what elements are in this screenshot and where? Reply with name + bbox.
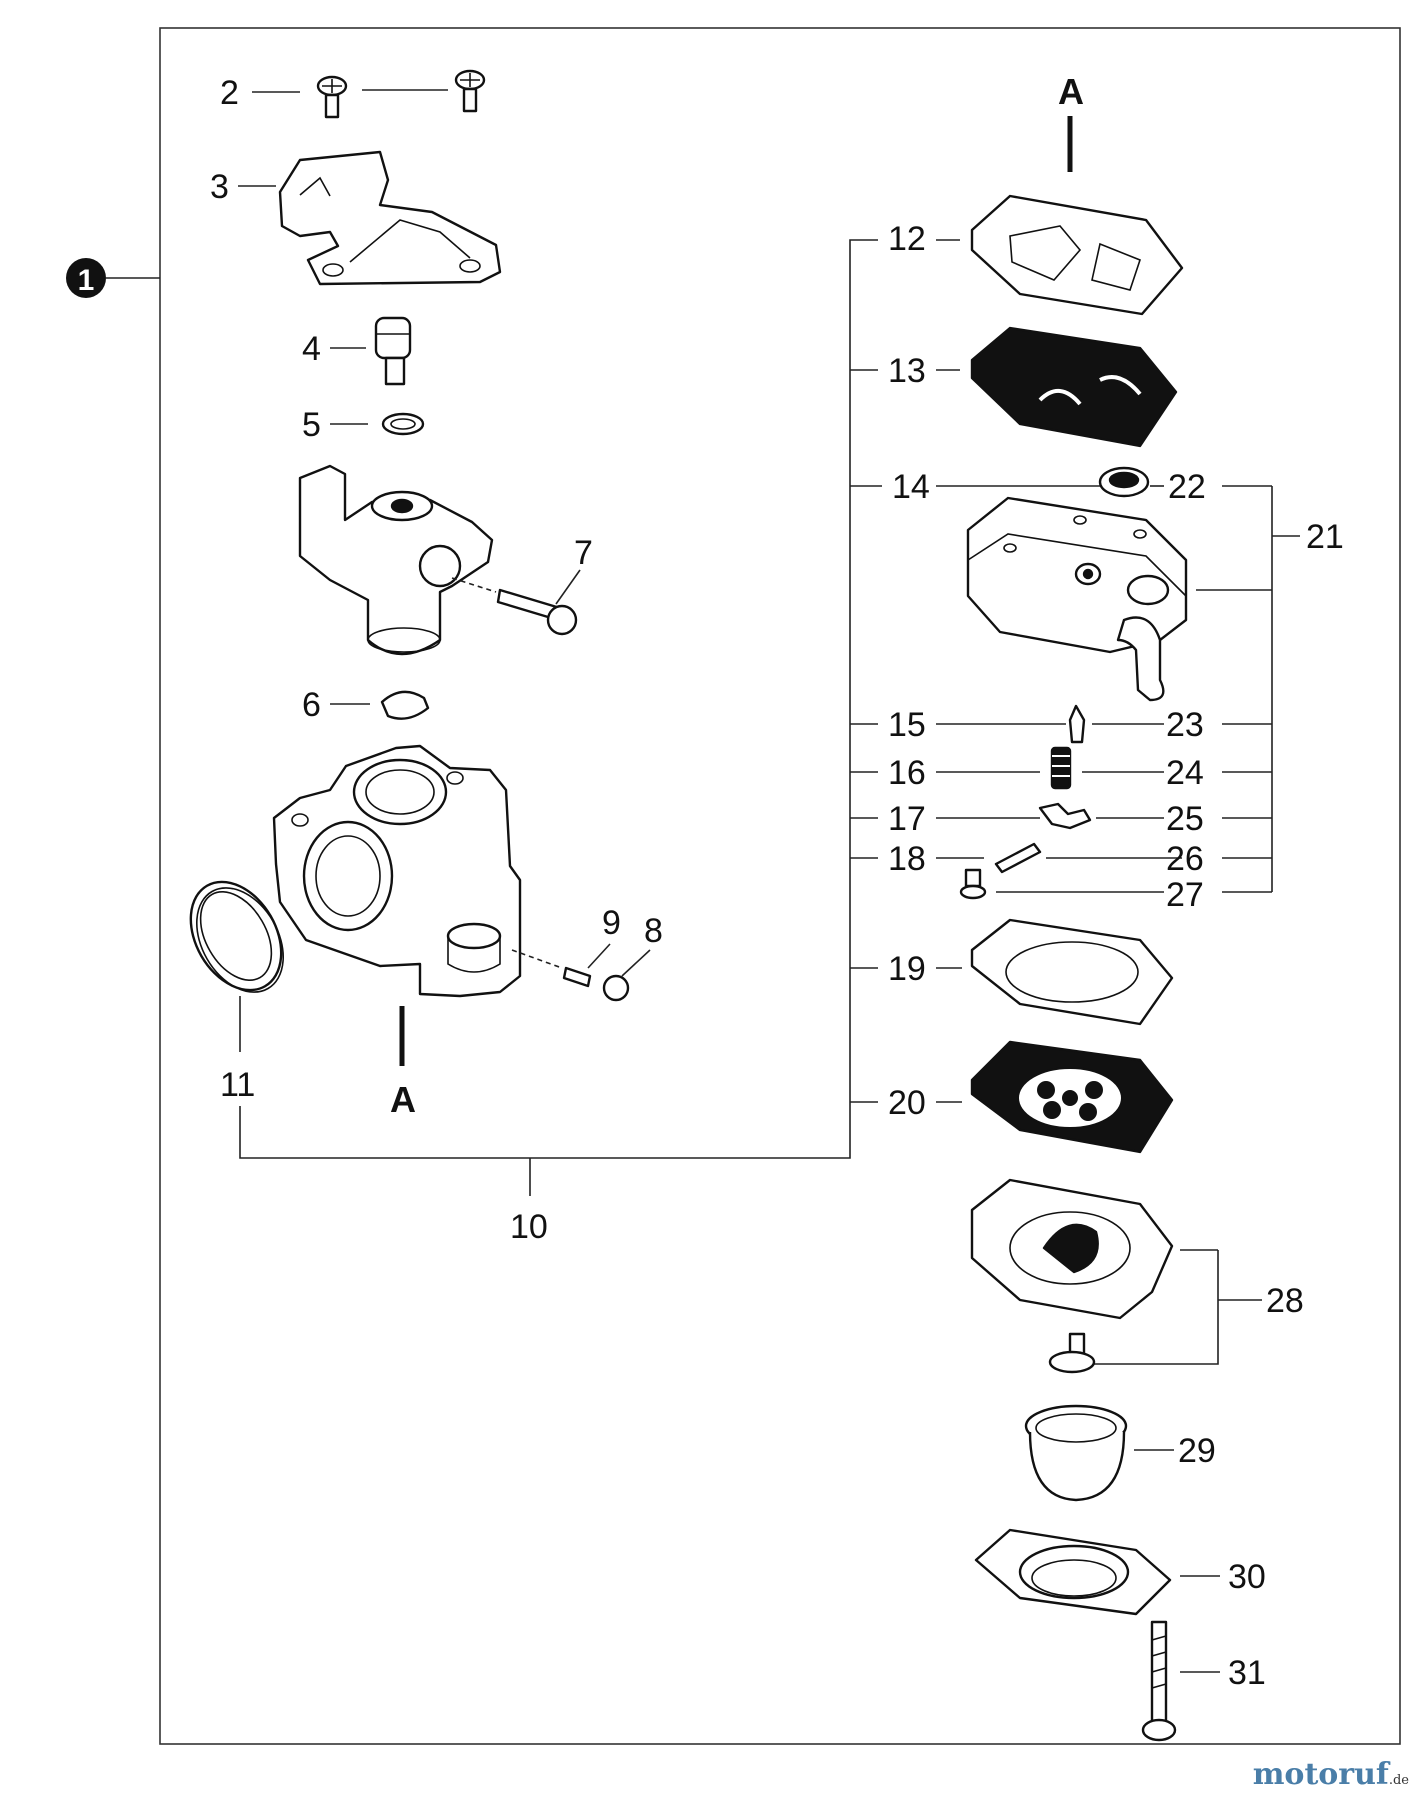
label-29: 29 (1178, 1432, 1216, 1470)
part-throttle-body (298, 464, 494, 656)
label-11: 11 (220, 1066, 255, 1104)
label-20: 20 (888, 1084, 926, 1122)
part-12-gasket (970, 194, 1184, 316)
part-29-primer-bulb (1024, 1404, 1128, 1502)
part-22-filter-screen (1098, 466, 1150, 498)
part-28-valve (1048, 1332, 1096, 1374)
part-5-o-ring (381, 412, 425, 436)
part-9-jet (562, 966, 592, 988)
label-21: 21 (1306, 518, 1344, 556)
label-30: 30 (1228, 1558, 1266, 1596)
label-7: 7 (574, 534, 593, 572)
part-20-metering-diaphragm (970, 1040, 1174, 1154)
label-18: 18 (888, 840, 926, 878)
label-3: 3 (210, 168, 229, 206)
part-7-screw (496, 588, 578, 636)
label-28: 28 (1266, 1282, 1304, 1320)
label-25: 25 (1166, 800, 1204, 838)
label-24: 24 (1166, 754, 1204, 792)
callout-1-circle (66, 258, 106, 298)
label-2: 2 (220, 74, 239, 112)
label-17: 17 (888, 800, 926, 838)
part-6-e-clip (380, 690, 430, 720)
label-12: 12 (888, 220, 926, 258)
ref-label-bottom: A (390, 1079, 416, 1120)
label-6: 6 (302, 686, 321, 724)
part-13-pump-diaphragm (970, 326, 1178, 448)
part-19-gasket (970, 918, 1174, 1026)
part-24-spring (1050, 746, 1072, 790)
label-14: 14 (892, 468, 930, 506)
part-26-lever-pin (994, 842, 1042, 874)
ref-label-top: A (1058, 71, 1084, 112)
label-13: 13 (888, 352, 926, 390)
watermark-logo: motoruf.de (1252, 1757, 1409, 1792)
label-23: 23 (1166, 706, 1204, 744)
label-16: 16 (888, 754, 926, 792)
part-27-screw (959, 868, 987, 900)
label-31: 31 (1228, 1654, 1266, 1692)
label-4: 4 (302, 330, 321, 368)
label-9: 9 (602, 904, 621, 942)
part-30-primer-retainer (974, 1528, 1172, 1616)
part-11-gasket-ring (189, 880, 285, 993)
part-28-metering-cover (970, 1178, 1174, 1320)
part-8-cap (602, 974, 630, 1002)
diagram-frame (159, 27, 1401, 1745)
part-31-bolt (1141, 1620, 1177, 1742)
label-19: 19 (888, 950, 926, 988)
label-22: 22 (1168, 468, 1206, 506)
label-26: 26 (1166, 840, 1204, 878)
part-21-pump-body (966, 496, 1188, 702)
part-4-adjust-screw (374, 316, 412, 386)
label-10: 10 (510, 1208, 548, 1246)
label-15: 15 (888, 706, 926, 744)
label-27: 27 (1166, 876, 1204, 914)
part-25-control-lever (1038, 802, 1092, 830)
label-5: 5 (302, 406, 321, 444)
callout-1-label: 1 (78, 264, 95, 297)
part-2-screws (316, 69, 486, 119)
part-23-needle-valve (1068, 704, 1086, 744)
label-8: 8 (644, 912, 663, 950)
part-3-throttle-bracket (278, 150, 502, 286)
part-carburetor-body (272, 744, 522, 998)
